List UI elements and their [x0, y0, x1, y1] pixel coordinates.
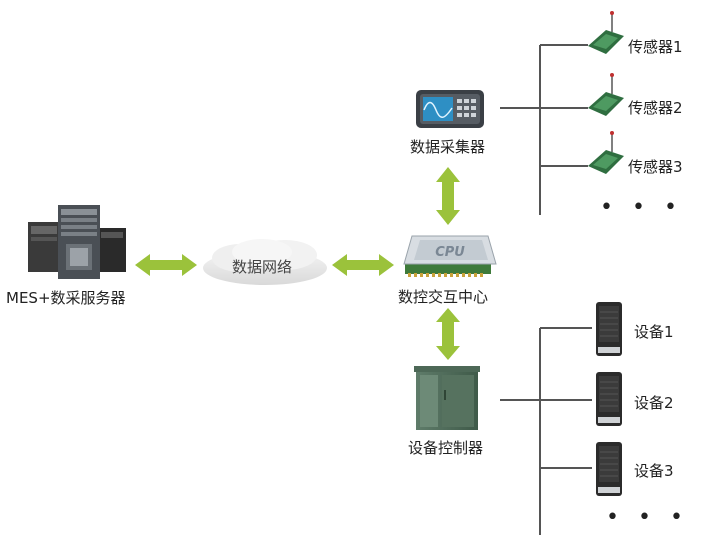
sensor-bus-lines [500, 44, 588, 215]
server-tower-icon [28, 205, 126, 279]
device-label-2: 设备2 [634, 394, 674, 412]
controller-label: 设备控制器 [408, 439, 484, 457]
double-arrow-cpu-controller [436, 308, 460, 360]
equipment-cabinet-icon-3 [596, 442, 622, 496]
cpu-chip-icon: CPU [403, 235, 497, 277]
network-label: 数据网络 [232, 258, 293, 276]
server-label: MES+数采服务器 [6, 289, 126, 307]
wireless-sensor-icon-2 [588, 73, 624, 116]
device-label-3: 设备3 [634, 462, 674, 480]
collector-label: 数据采集器 [410, 138, 486, 156]
cpu-chip-text: CPU [435, 245, 465, 260]
cloud-icon [203, 239, 327, 285]
equipment-cabinet-icon-1 [596, 302, 622, 356]
sensors-more-dots: • • • [600, 195, 683, 220]
equipment-cabinet-icon-2 [596, 372, 622, 426]
double-arrow-network-cpu [332, 254, 394, 276]
wireless-sensor-icon-1 [588, 11, 624, 54]
sensor-icons [588, 11, 624, 174]
double-arrow-collector-cpu [436, 167, 460, 225]
device-bus-lines [500, 327, 592, 535]
cpu-label: 数控交互中心 [398, 288, 489, 306]
double-arrow-server-network [135, 254, 197, 276]
data-collector-icon [416, 90, 484, 128]
device-label-1: 设备1 [634, 323, 674, 341]
control-cabinet-icon [414, 366, 480, 430]
sensor-label-1: 传感器1 [628, 38, 683, 56]
sensor-label-2: 传感器2 [628, 99, 683, 117]
sensor-label-3: 传感器3 [628, 158, 683, 176]
devices-more-dots: • • • [606, 505, 689, 530]
equipment-icons [596, 302, 622, 496]
wireless-sensor-icon-3 [588, 131, 624, 174]
